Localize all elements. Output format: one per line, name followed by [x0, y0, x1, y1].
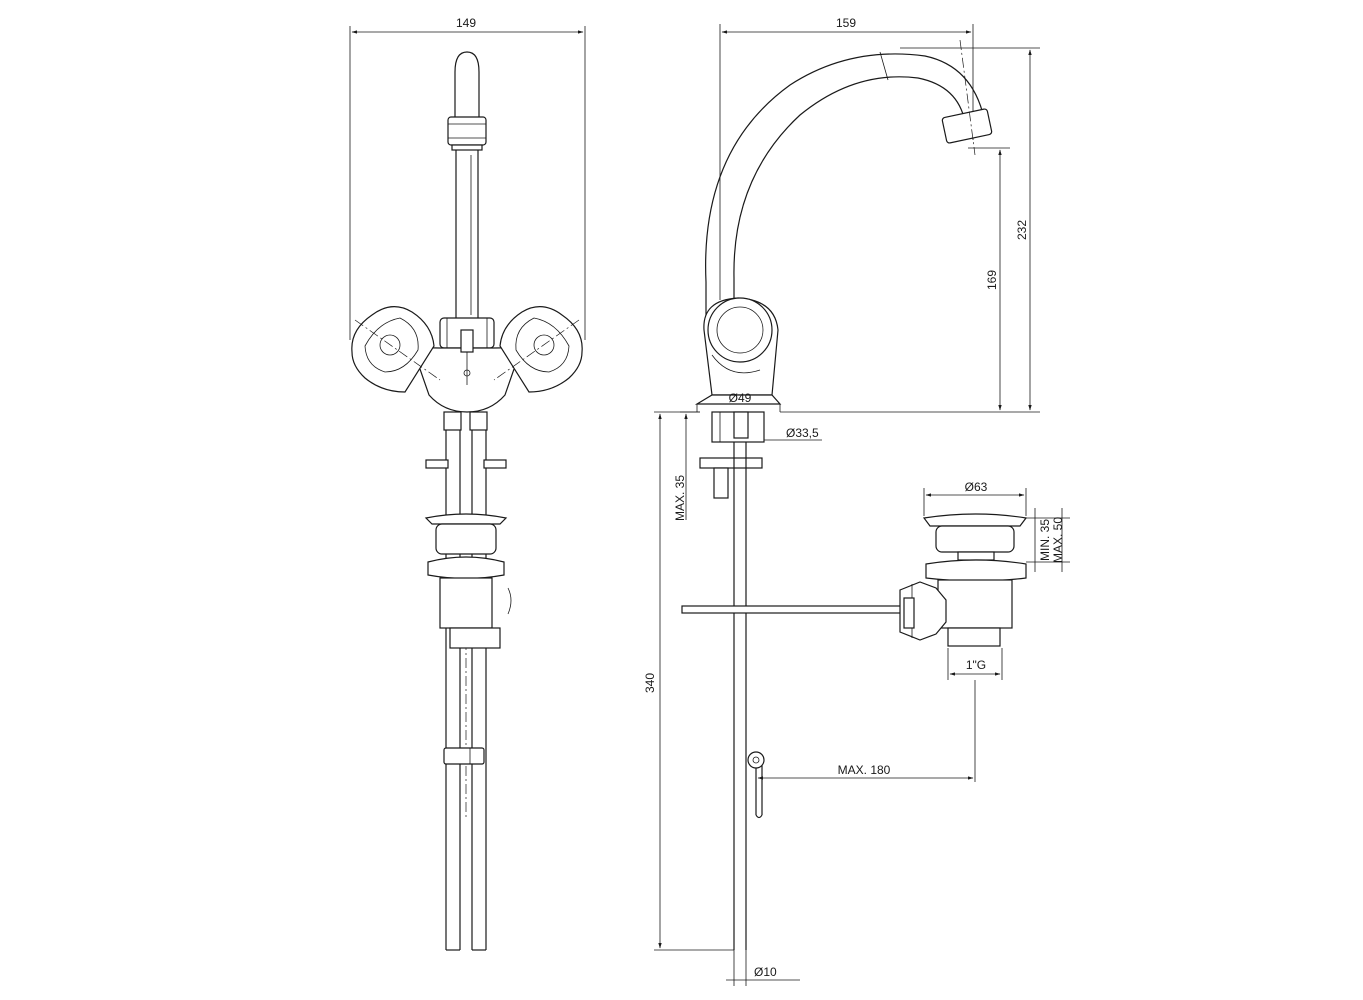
side-lift-rod: [681, 605, 905, 819]
dimension-label-max-thickness: MAX. 35: [673, 475, 687, 521]
side-waste-assembly: [899, 513, 1028, 647]
side-view: 159 Ø49: [643, 16, 1070, 986]
dimension-label-rod-diameter: Ø10: [754, 965, 777, 979]
front-lift-rod-nut: [460, 329, 474, 353]
front-spout: [439, 51, 495, 349]
dimension-label-min-plug: MIN. 35: [1038, 519, 1052, 561]
dimension-label-thread: 1"G: [966, 658, 986, 672]
side-spout: [705, 39, 993, 318]
dimension-label-waste-diameter: Ø63: [965, 480, 988, 494]
dimension-label-base-diameter: Ø49: [729, 391, 752, 405]
front-supply-hoses: [443, 411, 488, 951]
dimension-label-159: 159: [836, 16, 856, 30]
right-cross-handle: [493, 306, 583, 393]
dimension-front-width: 149: [349, 16, 586, 340]
dimension-label-total-height: 232: [1015, 220, 1029, 240]
dimension-label-max-plug: MAX. 50: [1051, 517, 1065, 563]
dimension-label-total-length: 340: [643, 673, 657, 693]
dimension-label-149: 149: [456, 16, 476, 30]
front-view: 149: [349, 16, 586, 951]
dimension-label-max-rod: MAX. 180: [838, 763, 891, 777]
front-rod-clip: [443, 747, 485, 765]
dimension-side-width: 159: [719, 16, 974, 300]
dimension-label-spout-height: 169: [985, 270, 999, 290]
side-shank: [699, 411, 765, 950]
side-valve-body: [694, 297, 782, 405]
dimension-label-shank-diameter: Ø33,5: [786, 426, 819, 440]
left-cross-handle: [351, 306, 441, 393]
front-fixing-nut: [425, 459, 507, 469]
front-waste-assembly: [424, 513, 512, 649]
